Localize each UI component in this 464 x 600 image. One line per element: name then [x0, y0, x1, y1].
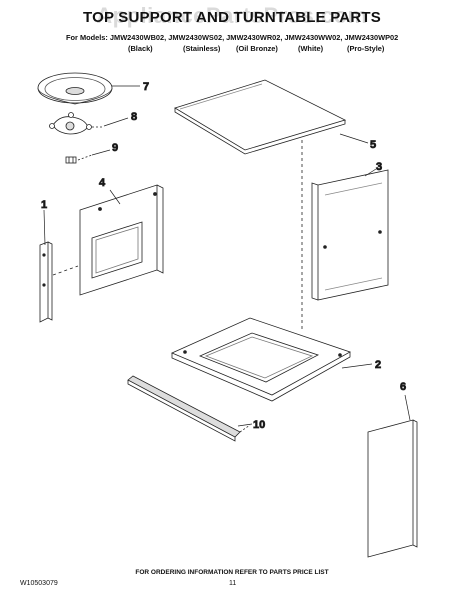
leader-lines: [43, 85, 411, 427]
callout-6: 6: [400, 381, 406, 393]
callout-1: 1: [41, 199, 47, 211]
model-list: For Models: JMW2430WB02, JMW2430WS02, JM…: [66, 33, 399, 42]
finish-white: (White): [298, 44, 324, 53]
callout-10: 10: [253, 419, 265, 431]
part-side-bracket[interactable]: [39, 241, 79, 323]
part-top-support[interactable]: [174, 79, 347, 155]
finish-black: (Black): [128, 44, 153, 53]
page-number: 11: [229, 580, 237, 587]
finish-pro-style: (Pro-Style): [347, 44, 385, 53]
part-turntable-support[interactable]: [49, 112, 105, 135]
finish-stainless: (Stainless): [183, 44, 221, 53]
part-turntable-tray[interactable]: [37, 72, 113, 105]
callout-7: 7: [143, 81, 149, 93]
part-coupler[interactable]: [65, 154, 93, 164]
document-number: W10503079: [20, 580, 58, 587]
callout-9: 9: [112, 142, 118, 154]
part-door-panel[interactable]: [367, 419, 418, 558]
part-left-wrapper[interactable]: [79, 184, 164, 296]
callout-4: 4: [99, 177, 106, 189]
callout-8: 8: [131, 111, 137, 123]
callout-2: 2: [375, 359, 381, 371]
callout-3: 3: [376, 161, 382, 173]
ordering-note: FOR ORDERING INFORMATION REFER TO PARTS …: [135, 569, 329, 576]
part-bottom-plate[interactable]: [170, 317, 351, 402]
finish-oil-bronze: (Oil Bronze): [236, 44, 278, 53]
callout-5: 5: [370, 139, 376, 151]
part-right-wrapper[interactable]: [311, 169, 389, 301]
page-title: TOP SUPPORT AND TURNTABLE PARTS: [83, 9, 381, 26]
part-front-trim[interactable]: [127, 375, 251, 442]
